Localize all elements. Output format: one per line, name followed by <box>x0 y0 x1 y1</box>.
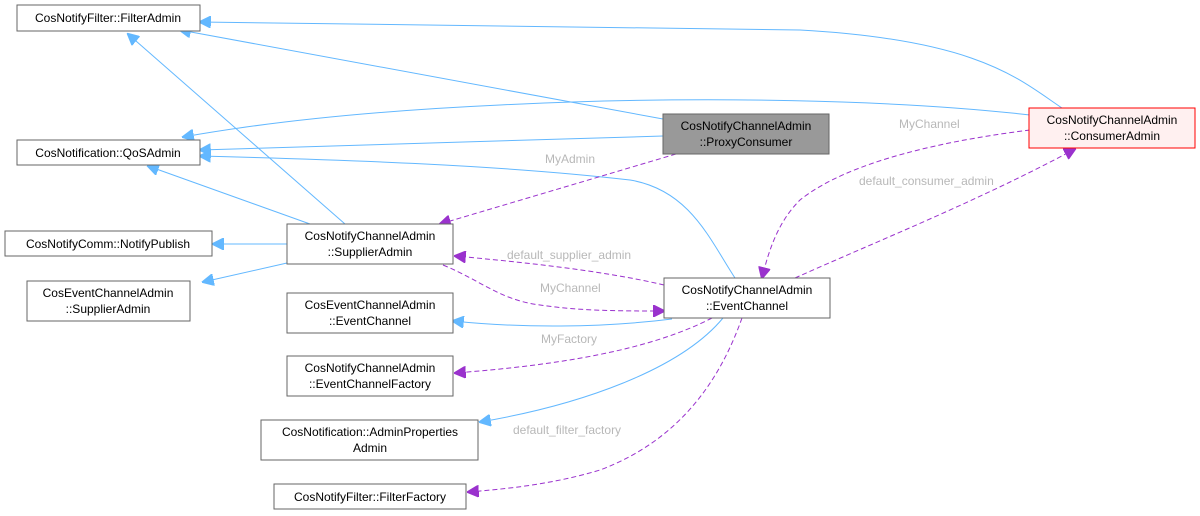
usage-edges <box>440 129 1075 492</box>
edge-consumeradmin-to-qosadmin <box>183 99 1031 137</box>
node-label: CosNotifyFilter::FilterFactory <box>294 490 446 504</box>
edge-consumeradmin-to-filteradmin <box>200 22 1063 109</box>
node-filter-admin[interactable]: CosNotifyFilter::FilterAdmin <box>16 4 201 32</box>
label-myadmin: MyAdmin <box>545 152 595 166</box>
edge-default-consumer-admin <box>794 149 1075 279</box>
node-label: CosNotification::QoSAdmin <box>35 146 180 160</box>
label-default-supplier-admin: default_supplier_admin <box>507 248 631 262</box>
edge-proxyconsumer-to-filteradmin <box>180 30 664 120</box>
label-mychannel-consumer: MyChannel <box>899 117 960 131</box>
node-supplier-admin[interactable]: CosNotifyChannelAdmin ::SupplierAdmin <box>286 223 454 265</box>
node-label-line2: ::ConsumerAdmin <box>1064 129 1160 143</box>
node-qos-admin[interactable]: CosNotification::QoSAdmin <box>16 139 201 166</box>
node-notify-publish[interactable]: CosNotifyComm::NotifyPublish <box>4 230 213 257</box>
edge-supplieradmin-to-eventsupplieradmin <box>203 262 288 282</box>
node-admin-properties-admin[interactable]: CosNotification::AdminProperties Admin <box>260 419 479 461</box>
node-event-channel[interactable]: CosNotifyChannelAdmin ::EventChannel <box>663 277 831 319</box>
edge-eventchannel-to-qosadmin <box>200 156 736 279</box>
node-label-line1: CosEventChannelAdmin <box>43 286 174 300</box>
edge-labels: MyAdmin MyChannel default_consumer_admin… <box>507 117 994 437</box>
label-mychannel-supplier: MyChannel <box>540 281 601 295</box>
node-label-line2: ::SupplierAdmin <box>66 302 151 316</box>
edge-myfactory <box>455 317 713 373</box>
label-myfactory: MyFactory <box>541 332 597 346</box>
node-label-line1: CosNotifyChannelAdmin <box>1047 113 1178 127</box>
edge-myadmin <box>440 153 677 224</box>
node-label-line1: CosNotifyChannelAdmin <box>305 361 436 375</box>
inheritance-edges <box>128 22 1063 422</box>
label-default-consumer-admin: default_consumer_admin <box>859 174 994 188</box>
edge-default-supplier-admin <box>455 256 665 286</box>
node-filter-factory[interactable]: CosNotifyFilter::FilterFactory <box>273 483 467 510</box>
node-label-line1: CosNotifyChannelAdmin <box>682 283 813 297</box>
node-proxy-consumer[interactable]: CosNotifyChannelAdmin ::ProxyConsumer <box>662 113 830 155</box>
node-event-supplier-admin[interactable]: CosEventChannelAdmin ::SupplierAdmin <box>26 280 191 322</box>
edge-mychannel-supplier <box>442 264 664 311</box>
node-label-line2: ::EventChannel <box>706 299 788 313</box>
label-default-filter-factory: default_filter_factory <box>513 423 621 437</box>
node-label-line1: CosNotifyChannelAdmin <box>681 119 812 133</box>
node-event-event-channel[interactable]: CosEventChannelAdmin ::EventChannel <box>286 292 454 334</box>
node-label-line2: ::EventChannelFactory <box>309 377 431 391</box>
edge-mychannel-consumer <box>762 129 1031 278</box>
node-label-line1: CosNotification::AdminProperties <box>282 425 458 439</box>
node-label-line2: ::SupplierAdmin <box>328 245 413 259</box>
edge-default-filter-factory <box>468 317 743 492</box>
edge-eventchannel-to-eventeventchannel <box>453 319 673 326</box>
node-consumer-admin[interactable]: CosNotifyChannelAdmin ::ConsumerAdmin <box>1028 107 1196 149</box>
node-label-line1: CosNotifyChannelAdmin <box>305 229 436 243</box>
node-label: CosNotifyFilter::FilterAdmin <box>35 11 181 25</box>
edge-proxyconsumer-to-qosadmin <box>200 135 664 150</box>
node-label: CosNotifyComm::NotifyPublish <box>26 237 190 251</box>
node-label-line2: ::EventChannel <box>329 314 411 328</box>
edge-supplieradmin-to-qosadmin <box>148 166 311 225</box>
edge-supplieradmin-to-filteradmin <box>128 34 346 225</box>
node-label-line1: CosEventChannelAdmin <box>305 298 436 312</box>
node-event-channel-factory[interactable]: CosNotifyChannelAdmin ::EventChannelFact… <box>286 355 454 397</box>
node-label-line2: Admin <box>353 441 387 455</box>
edge-eventchannel-to-adminproperties <box>480 317 724 422</box>
node-label-line2: ::ProxyConsumer <box>700 135 793 149</box>
